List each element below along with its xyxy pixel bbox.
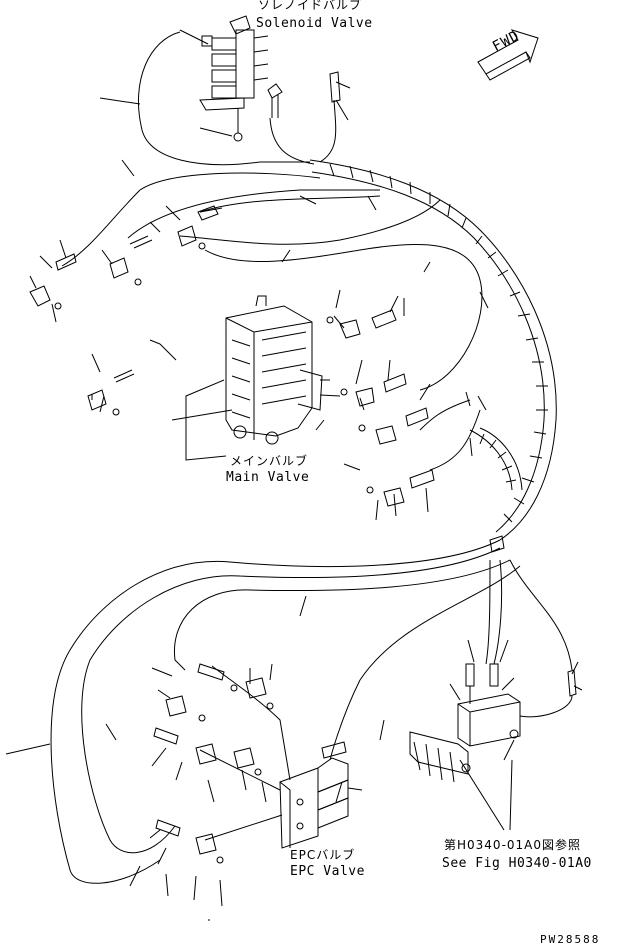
manifold-block xyxy=(409,731,471,783)
epc-valve-label-en: EPC Valve xyxy=(290,864,365,879)
leader-lines xyxy=(5,81,583,921)
solenoid-valve-assembly xyxy=(179,15,341,142)
see-fig-label-en: See Fig H0340-01A0 xyxy=(442,856,592,871)
solenoid-valve-label-en: Solenoid Valve xyxy=(256,16,373,31)
main-valve-body xyxy=(225,295,323,445)
solenoid-valve-label-jp: ソレノイドバルブ xyxy=(258,0,363,12)
epc-valve-body xyxy=(279,757,349,849)
epc-valve-label-jp: EPCバルブ xyxy=(290,848,356,862)
fittings xyxy=(29,205,505,864)
hose-lines xyxy=(50,31,573,884)
fwd-arrow-icon xyxy=(477,29,539,81)
drawing-number: PW28588 xyxy=(540,933,601,946)
junction-block xyxy=(457,663,577,747)
main-valve-label-en: Main Valve xyxy=(226,470,310,485)
spiral-hose-guard xyxy=(309,159,557,541)
see-fig-label-jp: 第H0340-01A0図参照 xyxy=(444,838,582,852)
main-valve-label-jp: メインバルブ xyxy=(230,454,309,468)
